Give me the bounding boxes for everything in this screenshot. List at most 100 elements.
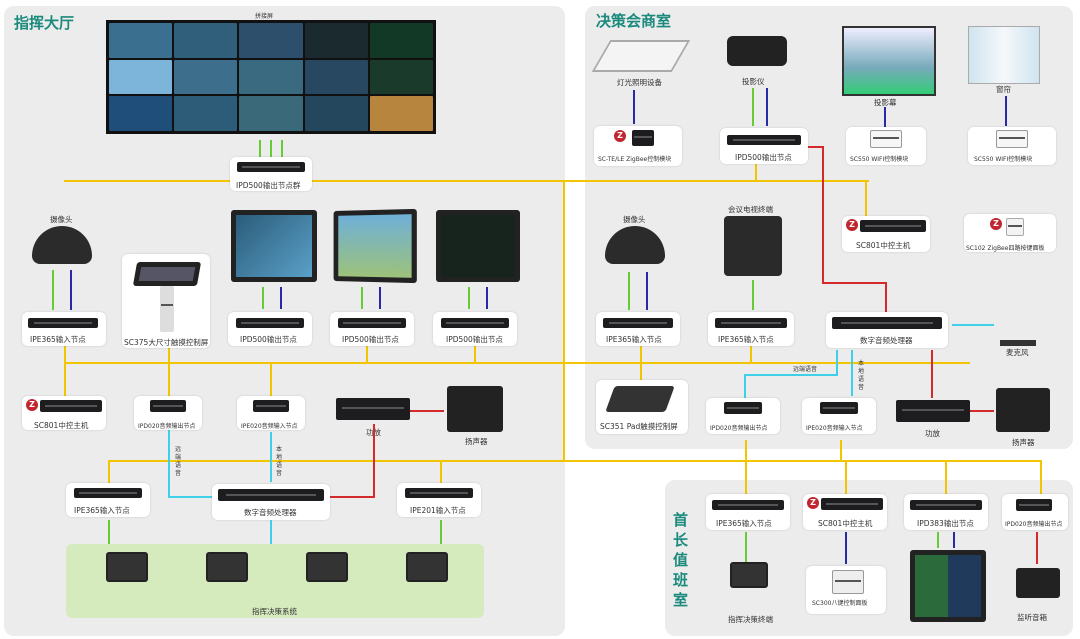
display-data xyxy=(436,210,520,282)
curtain-label: 窗帘 xyxy=(996,85,1011,94)
screen-label: 投影幕 xyxy=(874,98,897,107)
dr-ipe365-b-card xyxy=(708,312,794,346)
screen-arrow xyxy=(884,107,886,127)
dr-remote-v2 xyxy=(836,350,838,376)
ipe365-a-card xyxy=(22,312,106,346)
pc2-arrow xyxy=(270,520,272,544)
sc102-label: SC102 ZigBee四路按键面板 xyxy=(966,245,1045,252)
wifi-module-1-label: SC550 WIFI控制模块 xyxy=(850,156,909,163)
wall-arrow-1 xyxy=(259,140,261,158)
dr-sc801-device xyxy=(860,220,926,232)
dr-dsp-label: 数字音频处理器 xyxy=(860,336,913,345)
bus-v11 xyxy=(755,160,757,180)
projector-arrow-b xyxy=(766,88,768,126)
dr-local-v xyxy=(851,350,853,396)
bus-v8 xyxy=(640,340,642,362)
dr-ipd020-device xyxy=(724,402,762,414)
bus-top xyxy=(64,180,869,182)
ipd500-1-device xyxy=(236,318,304,328)
conf-arrow xyxy=(752,280,754,310)
dr-ipe365-a-label: IPE365输入节点 xyxy=(606,335,662,344)
dr-ipe020-label: IPE020音频输入节点 xyxy=(806,425,863,432)
du-sc300-label: SC300八键控制面板 xyxy=(812,600,868,607)
dr-dsp-to-amp xyxy=(931,350,933,398)
du-sc801-zigbee-icon: Z xyxy=(807,497,819,509)
wifi-module-2-label: SC550 WIFI控制模块 xyxy=(974,156,1033,163)
workstation-icon-4 xyxy=(406,552,448,582)
dr-dsp-device xyxy=(832,317,942,329)
du-ipd383-arrow-b xyxy=(953,532,955,548)
sc801-device xyxy=(40,400,102,412)
du-ipe365-device xyxy=(712,500,784,510)
dsp-device xyxy=(218,489,324,501)
dr-cam-arrow-b xyxy=(646,272,648,310)
bus-low xyxy=(108,460,1042,462)
bus-v16 xyxy=(945,460,947,494)
projector-label: 投影仪 xyxy=(742,77,765,86)
dsp-to-amp-v xyxy=(373,424,375,498)
du-ipd383-label: IPD383输出节点 xyxy=(917,519,974,528)
ipe365-b-device xyxy=(74,488,142,498)
bus-mid-right xyxy=(570,362,970,364)
wall-arrow-2 xyxy=(270,140,272,158)
dr-ipe365-b-label: IPE365输入节点 xyxy=(718,335,774,344)
du-terminal-icon xyxy=(730,562,768,588)
workstation-icon-1 xyxy=(106,552,148,582)
ipe201-device xyxy=(405,488,473,498)
ipd500-2-device xyxy=(338,318,406,328)
dsp-to-amp xyxy=(330,496,374,498)
dr-local-label: 本地语音 xyxy=(857,360,864,391)
conf-terminal-icon xyxy=(724,216,782,276)
mic-arrow xyxy=(952,324,994,326)
du-sc801-label: SC801中控主机 xyxy=(818,519,873,528)
sc351-pad-icon xyxy=(605,386,675,412)
dr-sc801-label: SC801中控主机 xyxy=(856,241,911,250)
wall-arrow-3 xyxy=(281,140,283,158)
local-voice-line xyxy=(270,432,272,482)
sc375-label: SC375大尺寸触摸控制屏 xyxy=(124,338,209,347)
dr-ipd500-label: IPD500输出节点 xyxy=(735,153,792,162)
ipe365-a-label: IPE365输入节点 xyxy=(30,335,86,344)
bus-v13 xyxy=(840,440,842,462)
speaker-label: 扬声器 xyxy=(465,437,488,446)
zigbee-module-label: SC-TE/LE ZigBee控制模块 xyxy=(598,156,672,163)
dr-remote-label: 远端语音 xyxy=(793,366,818,373)
conf-terminal-label: 会议电视终端 xyxy=(728,205,773,214)
dr-speaker-label: 扬声器 xyxy=(1012,438,1035,447)
local-voice-label: 本地语音 xyxy=(275,446,282,477)
cam-arrow-green xyxy=(52,270,54,310)
bus-vertical-left xyxy=(64,340,66,400)
workstation-icon-3 xyxy=(306,552,348,582)
cam-arrow-blue xyxy=(70,270,72,310)
bus-vertical-center xyxy=(563,180,565,462)
projector-arrow-g xyxy=(752,88,754,126)
sc102-zigbee-icon: Z xyxy=(990,218,1002,230)
bus-v17 xyxy=(1040,460,1042,494)
ipe020-device xyxy=(253,400,289,412)
bus-v7 xyxy=(440,460,442,484)
ipd500-3-card xyxy=(433,312,517,346)
workstation-icon-2 xyxy=(206,552,248,582)
ipe365-a-device xyxy=(28,318,98,328)
dsp-label: 数字音频处理器 xyxy=(244,508,297,517)
bus-v18 xyxy=(640,362,642,382)
du-monitor-arrow xyxy=(1036,532,1038,564)
bus-v1 xyxy=(168,362,170,400)
decision-system-label: 指挥决策系统 xyxy=(252,607,297,616)
bus-v3 xyxy=(366,340,368,362)
amp-to-speaker-arrow xyxy=(410,410,444,412)
pc3-arrow xyxy=(440,520,442,544)
dr-ipe365-b-device xyxy=(715,318,787,328)
ipd500-2-label: IPD500输出节点 xyxy=(342,335,399,344)
dr-sc801-zigbee-icon: Z xyxy=(846,219,858,231)
disp2-arrow-g xyxy=(361,287,363,309)
du-terminal-arrow xyxy=(745,532,747,562)
ipd500-1-card xyxy=(228,312,312,346)
speaker-icon xyxy=(447,386,503,432)
dr-speaker-icon xyxy=(996,388,1050,432)
dr-cam-arrow-g xyxy=(628,272,630,310)
dr-amp-label: 功放 xyxy=(925,429,940,438)
disp2-arrow-b xyxy=(379,287,381,309)
dr-ipe020-device xyxy=(820,402,858,414)
du-quad-display xyxy=(910,550,986,622)
